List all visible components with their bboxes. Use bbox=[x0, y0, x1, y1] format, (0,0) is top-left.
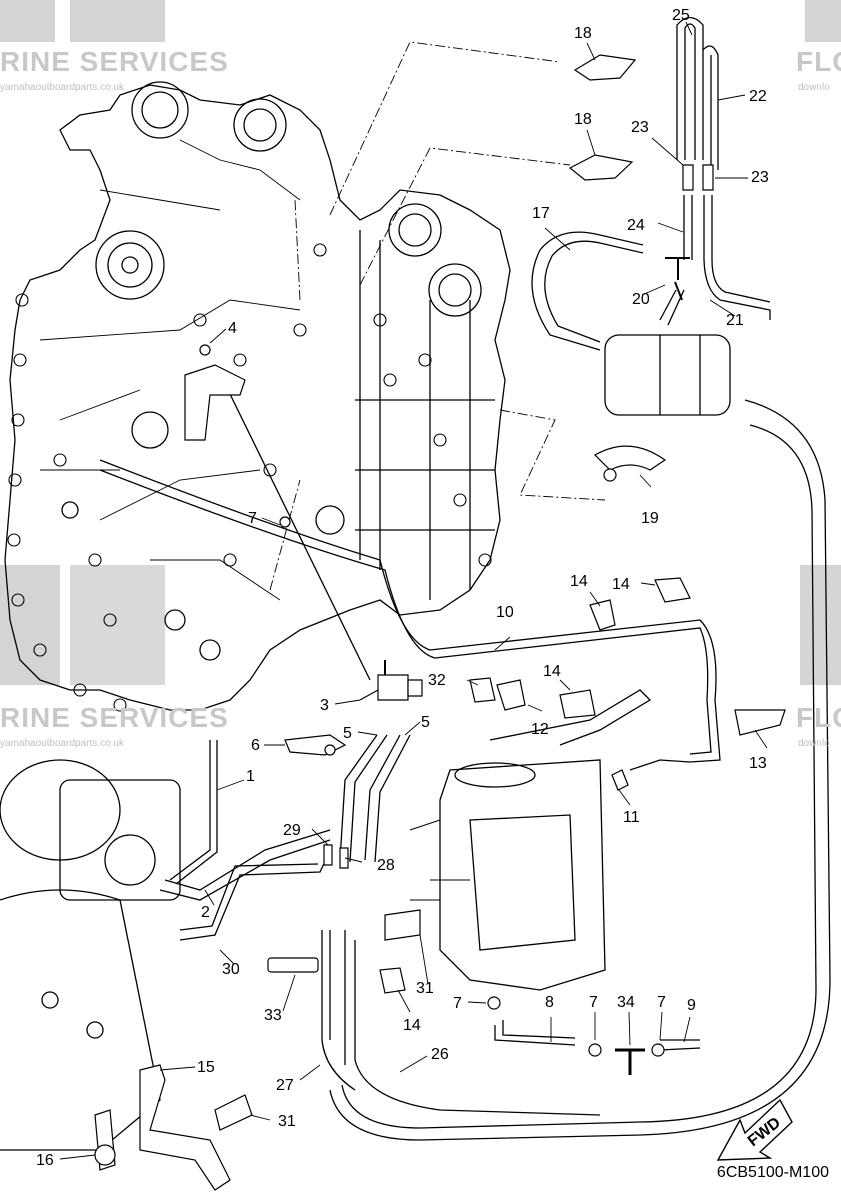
callout-24: 24 bbox=[627, 217, 645, 234]
watermark-url-right-2: downlo bbox=[798, 738, 830, 749]
callout-18a: 18 bbox=[574, 25, 592, 42]
canister bbox=[605, 335, 730, 415]
callout-34: 34 bbox=[617, 994, 635, 1011]
callout-19: 19 bbox=[641, 510, 659, 527]
callout-5b: 5 bbox=[421, 714, 430, 731]
callout-18b: 18 bbox=[574, 111, 592, 128]
fwd-arrow-icon bbox=[718, 1100, 792, 1160]
callout-7d: 7 bbox=[657, 994, 666, 1011]
callout-7c: 7 bbox=[589, 994, 598, 1011]
callout-9: 9 bbox=[687, 997, 696, 1014]
callout-26: 26 bbox=[431, 1046, 449, 1063]
callout-21: 21 bbox=[726, 312, 744, 329]
callout-29: 29 bbox=[283, 822, 301, 839]
callout-31a: 31 bbox=[416, 980, 434, 997]
leader-lines bbox=[270, 42, 605, 590]
callout-32: 32 bbox=[428, 672, 446, 689]
callout-2: 2 bbox=[201, 904, 210, 921]
watermark-title-right: FLO bbox=[796, 46, 841, 77]
callout-10: 10 bbox=[496, 604, 514, 621]
callout-22: 22 bbox=[749, 88, 767, 105]
callout-14d: 14 bbox=[403, 1017, 421, 1034]
callout-leaders bbox=[60, 22, 767, 1159]
part-fittings bbox=[95, 55, 785, 1190]
callout-14a: 14 bbox=[570, 573, 588, 590]
watermark-url-left: yamahaoutboardparts.co.uk bbox=[0, 82, 124, 93]
callout-13: 13 bbox=[749, 755, 767, 772]
callout-14b: 14 bbox=[612, 576, 630, 593]
callout-6: 6 bbox=[251, 737, 260, 754]
callout-30: 30 bbox=[222, 961, 240, 978]
callout-23b: 23 bbox=[751, 169, 769, 186]
watermark-title-right-2: FLO bbox=[796, 702, 841, 733]
callout-5a: 5 bbox=[343, 725, 352, 742]
callout-31b: 31 bbox=[278, 1113, 296, 1130]
callout-1: 1 bbox=[246, 768, 255, 785]
callout-11: 11 bbox=[623, 809, 640, 826]
hoses bbox=[100, 18, 830, 1141]
callout-7a: 7 bbox=[248, 510, 257, 527]
diagram-code: 6CB5100-M100 bbox=[716, 1164, 829, 1181]
throttle-body bbox=[0, 760, 180, 1150]
engine-block bbox=[5, 82, 510, 711]
callout-27: 27 bbox=[276, 1077, 294, 1094]
watermark-url-right: downlo bbox=[798, 82, 830, 93]
callout-8: 8 bbox=[545, 994, 554, 1011]
callout-14c: 14 bbox=[543, 663, 561, 680]
callout-7b: 7 bbox=[453, 995, 462, 1012]
callout-4: 4 bbox=[228, 320, 237, 337]
watermark bbox=[0, 0, 841, 685]
callout-12: 12 bbox=[531, 721, 549, 738]
callout-16: 16 bbox=[36, 1152, 54, 1169]
callout-23a: 23 bbox=[631, 119, 649, 136]
callout-25: 25 bbox=[672, 7, 690, 24]
watermark-title-left-2: RINE SERVICES bbox=[0, 702, 229, 733]
callout-20: 20 bbox=[632, 291, 650, 308]
watermark-url-left-2: yamahaoutboardparts.co.uk bbox=[0, 738, 124, 749]
callout-numbers: 1 2 3 4 5 5 6 7 7 7 7 8 9 10 11 12 13 14… bbox=[36, 7, 769, 1169]
fuel-separator bbox=[410, 760, 605, 990]
callout-33: 33 bbox=[264, 1007, 282, 1024]
callout-3: 3 bbox=[320, 697, 329, 714]
callout-17: 17 bbox=[532, 205, 550, 222]
callout-15: 15 bbox=[197, 1059, 215, 1076]
watermark-title-left: RINE SERVICES bbox=[0, 46, 229, 77]
callout-28: 28 bbox=[377, 857, 395, 874]
